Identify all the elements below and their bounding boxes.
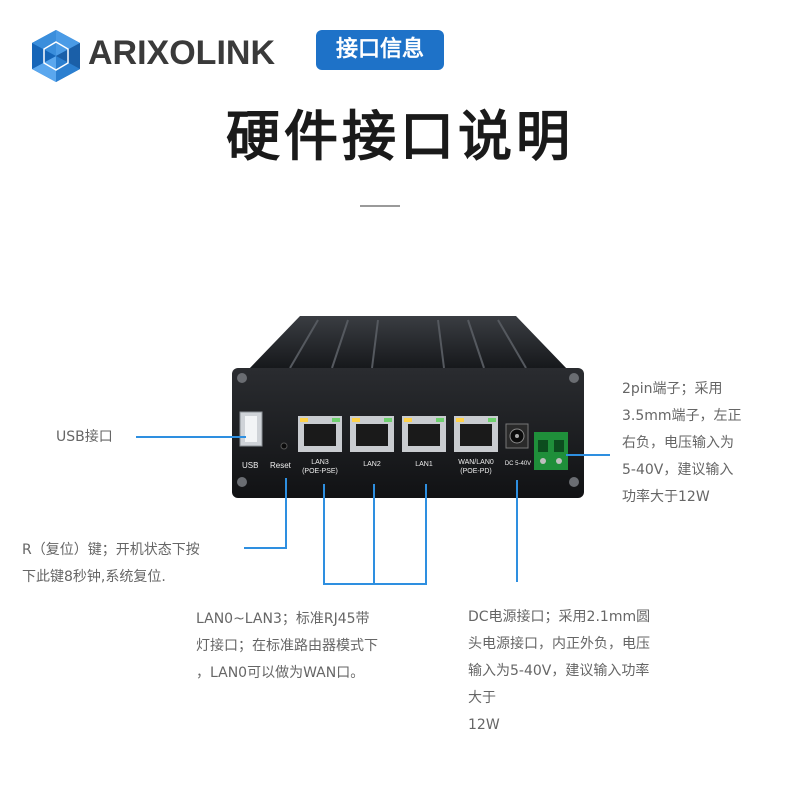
callout-line-dc (516, 480, 518, 582)
router-device: USB Reset LAN3 (POE-PSE) LAN2 LAN1 WAN/L… (228, 316, 588, 500)
annotation-dc-line: DC电源接口；采用2.1mm圆 (468, 609, 651, 625)
callout-line-lan1 (425, 484, 427, 584)
title-divider (360, 205, 400, 207)
callout-line-lan2 (373, 484, 375, 584)
callout-line-reset-h (244, 547, 287, 549)
callout-line-lan3 (323, 484, 325, 584)
brand-logo-icon (28, 28, 84, 84)
page-title: 硬件接口说明 (226, 105, 574, 168)
port-label-reset: Reset (270, 461, 291, 470)
port-label-wan-sub: (POE-PD) (460, 468, 492, 475)
annotation-dc-line: 12W (468, 717, 500, 733)
annotation-pin-line: 5-40V，建议输入 (622, 462, 734, 478)
annotation-lan-line: 灯接口；在标准路由器模式下 (196, 638, 378, 654)
annotation-reset: R（复位）键；开机状态下按 下此键8秒钟,系统复位. (22, 537, 242, 591)
section-badge: 接口信息 (316, 30, 444, 70)
port-label-lan3: LAN3 (POE-PSE) (298, 458, 342, 476)
annotation-pin-line: 功率大于12W (622, 489, 710, 505)
brand-name: ARIXOLINK (88, 34, 275, 72)
port-label-dc: DC 5-40V (504, 461, 532, 467)
annotation-lan: LAN0~LAN3；标准RJ45带 灯接口；在标准路由器模式下 ，LAN0可以做… (196, 606, 426, 687)
port-label-lan3-sub: (POE-PSE) (302, 468, 338, 475)
annotation-pin: 2pin端子；采用 3.5mm端子，左正 右负，电压输入为 5-40V，建议输入… (622, 376, 762, 511)
annotation-reset-line: R（复位）键；开机状态下按 (22, 542, 200, 558)
annotation-lan-line: LAN0~LAN3；标准RJ45带 (196, 611, 370, 627)
annotation-dc: DC电源接口；采用2.1mm圆 头电源接口，内正外负，电压 输入为5-40V，建… (468, 604, 688, 739)
callout-line-usb (136, 436, 246, 438)
annotation-pin-line: 2pin端子；采用 (622, 381, 723, 397)
callout-line-lan-h (323, 583, 427, 585)
annotation-pin-line: 右负，电压输入为 (622, 435, 734, 451)
port-label-usb: USB (242, 461, 259, 470)
callout-line-pin (566, 454, 610, 456)
annotation-dc-line: 大于 (468, 690, 496, 706)
port-label-wan: WAN/LAN0 (POE-PD) (450, 458, 502, 476)
annotation-dc-line: 输入为5-40V，建议输入功率 (468, 663, 650, 679)
annotation-reset-line: 下此键8秒钟,系统复位. (22, 569, 166, 585)
annotation-dc-line: 头电源接口，内正外负，电压 (468, 636, 650, 652)
annotation-usb: USB接口 (56, 429, 113, 445)
port-label-lan1: LAN1 (415, 461, 433, 468)
annotation-lan-line: ，LAN0可以做为WAN口。 (196, 665, 365, 681)
port-label-lan2: LAN2 (363, 461, 381, 468)
annotation-pin-line: 3.5mm端子，左正 (622, 408, 742, 424)
port-label-wan-name: WAN/LAN0 (458, 459, 494, 466)
callout-line-reset-v (285, 478, 287, 548)
port-label-lan3-name: LAN3 (311, 459, 329, 466)
